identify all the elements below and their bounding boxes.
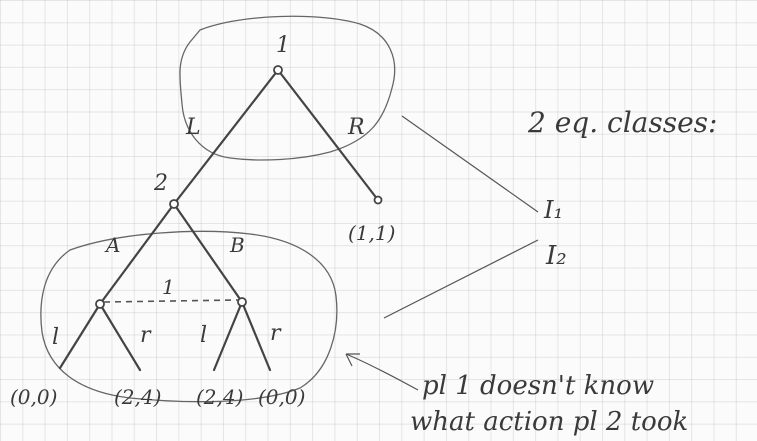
payoff-label: (2,4) bbox=[196, 385, 243, 409]
leaf-action-label: r bbox=[270, 321, 282, 346]
information-set-1-outline bbox=[179, 15, 396, 161]
class-1-label: I₁ bbox=[543, 196, 563, 224]
right-payoff-label: (1,1) bbox=[348, 221, 395, 245]
edge-player2-to-left-node bbox=[98, 202, 176, 306]
class-2-pointer bbox=[383, 239, 539, 319]
leaf-action-label: l bbox=[200, 323, 207, 348]
note-line-2: what action pl 2 took bbox=[410, 407, 688, 437]
class-2-label: I₂ bbox=[545, 241, 567, 271]
edge-root-to-right-payoff bbox=[276, 68, 380, 202]
leaf-action-label: r bbox=[140, 323, 152, 348]
player2-label: 2 bbox=[153, 171, 168, 196]
note-line-1: pl 1 doesn't know bbox=[422, 371, 654, 401]
payoff-label: (0,0) bbox=[10, 385, 57, 409]
info-set-player-label: 1 bbox=[162, 275, 175, 299]
edge-left-node-l bbox=[58, 302, 102, 370]
right-terminal-node bbox=[373, 195, 383, 205]
move-a-label: A bbox=[104, 233, 120, 257]
note-arrow bbox=[345, 353, 419, 391]
leaf-action-label: l bbox=[52, 325, 59, 350]
information-set-2-outline bbox=[40, 230, 338, 403]
edge-left-node-r bbox=[98, 302, 142, 372]
edge-right-node-r bbox=[240, 300, 272, 372]
move-r-label: R bbox=[347, 115, 365, 140]
left-decision-node bbox=[95, 299, 105, 309]
root-node bbox=[273, 65, 283, 75]
information-set-connector bbox=[103, 299, 239, 303]
move-b-label: B bbox=[229, 233, 245, 257]
root-player-label: 1 bbox=[276, 33, 290, 58]
classes-title: 2 eq. classes: bbox=[527, 106, 717, 139]
player2-node bbox=[169, 199, 179, 209]
payoff-label: (0,0) bbox=[258, 385, 305, 409]
edge-player2-to-right-node bbox=[172, 202, 244, 304]
note-arrow-head bbox=[345, 353, 360, 367]
class-1-pointer bbox=[401, 115, 539, 213]
edge-right-node-l bbox=[212, 300, 244, 372]
move-l-label: L bbox=[185, 115, 201, 140]
payoff-label: (2,4) bbox=[114, 385, 161, 409]
edge-root-to-player2 bbox=[172, 68, 280, 206]
right-decision-node bbox=[237, 297, 247, 307]
